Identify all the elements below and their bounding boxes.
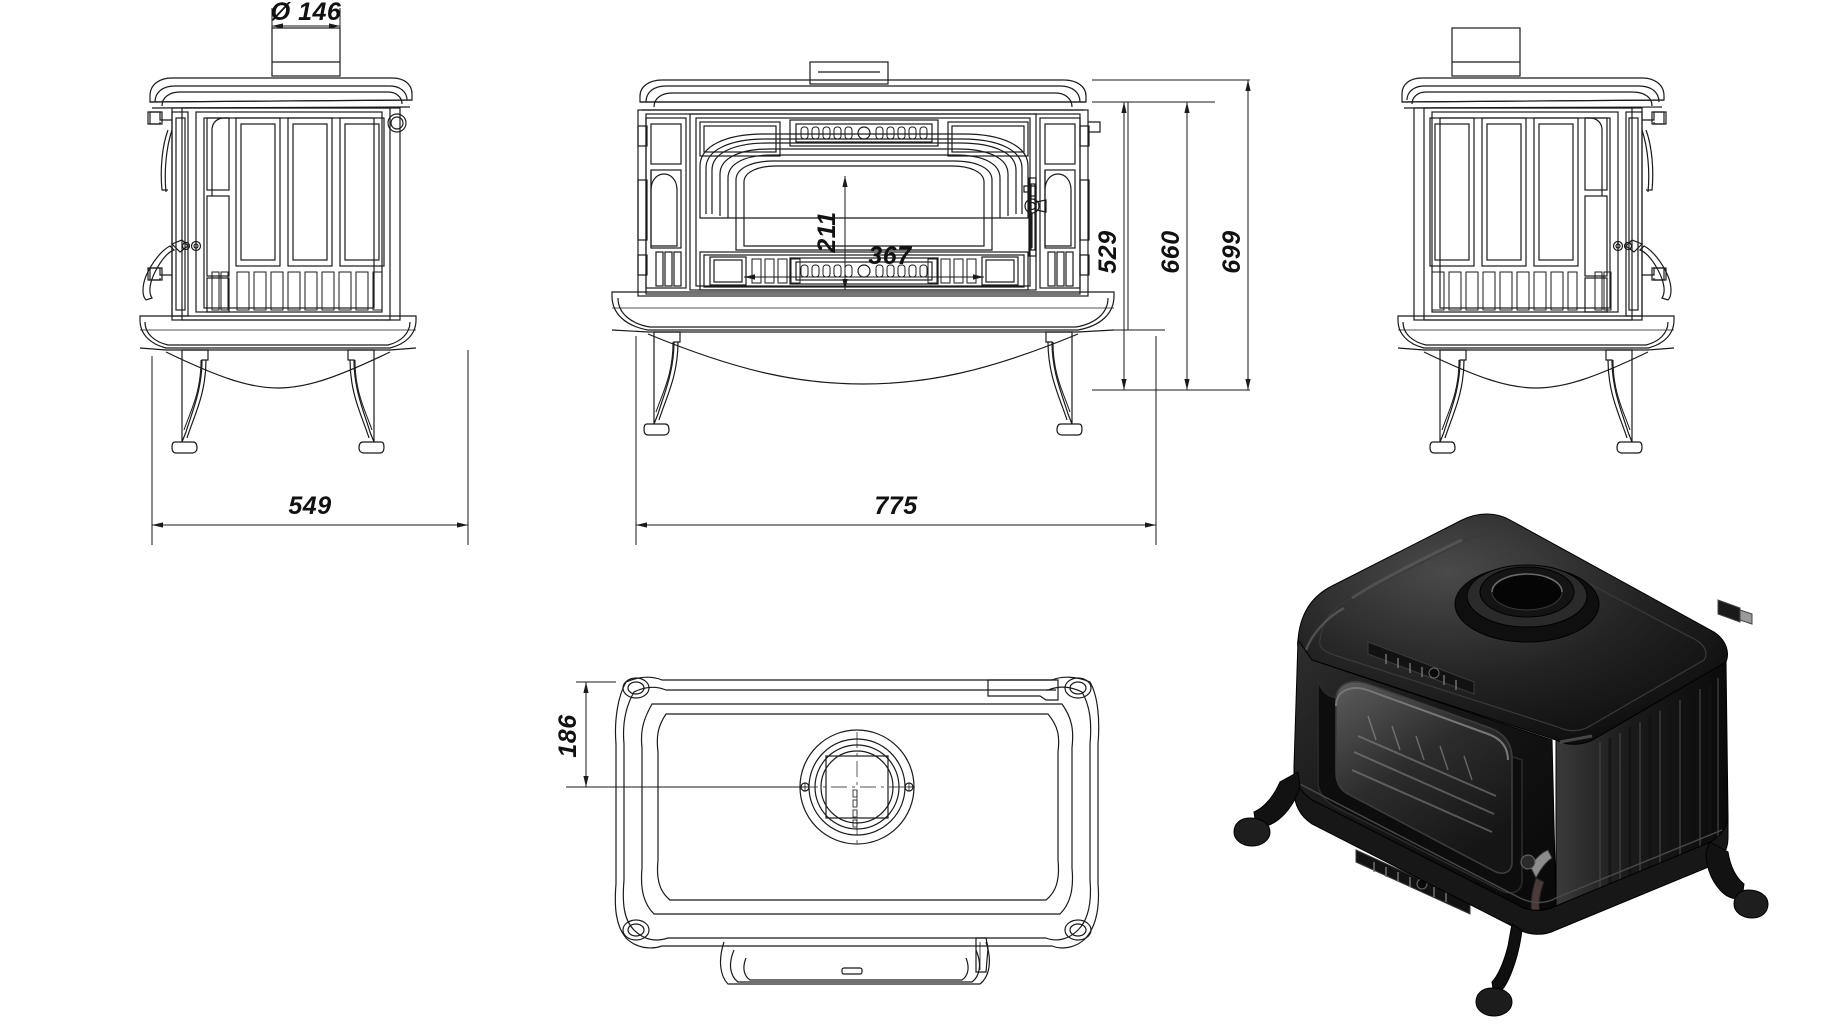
plinth-right [1397, 315, 1675, 389]
top-corner-bosses [622, 677, 1092, 941]
leg-front-left [171, 349, 209, 454]
dim-label-width: 775 [874, 492, 918, 520]
dim-heights [1092, 79, 1251, 391]
leg-rear-right [1429, 349, 1467, 454]
dim-flue-diameter [271, 8, 341, 29]
dim-label-door-width: 367 [868, 242, 912, 270]
dim-label-height-overall: 699 [1218, 230, 1246, 273]
view-right-side [1397, 27, 1675, 454]
view-left-side [139, 27, 417, 454]
flue-collar-left [271, 27, 341, 77]
side-panels-left [235, 117, 385, 267]
leg-rear-left [347, 349, 385, 454]
door-front [689, 113, 1047, 291]
side-fins-left [211, 271, 383, 311]
rear-knob-left [387, 113, 407, 133]
side-fins-right [1431, 271, 1612, 311]
lower-door-rail [699, 251, 1029, 291]
door-latch-front [1023, 177, 1047, 257]
view-3d-render [1233, 513, 1769, 1017]
flue-collar-front [809, 61, 889, 85]
dim-depth [151, 350, 469, 545]
view-top [614, 676, 1100, 985]
leg-left-front [643, 331, 681, 436]
view-front [611, 61, 1115, 436]
flue-collar-top [799, 729, 915, 845]
body-left [171, 107, 401, 321]
dim-label-height-body: 660 [1157, 230, 1185, 273]
dim-label-flue-diameter: Ø 146 [271, 0, 342, 26]
flue-collar-right [1451, 27, 1521, 77]
leg-right-front [1045, 331, 1083, 436]
air-control-upper [789, 119, 939, 147]
plinth-front [611, 291, 1115, 385]
dim-label-height-rear-outlet: 529 [1094, 230, 1122, 273]
dim-label-depth: 549 [288, 492, 331, 520]
side-panels-right [1429, 117, 1579, 267]
plinth-left [139, 315, 417, 389]
top-plate-right [1401, 77, 1665, 109]
top-plate-left [149, 77, 413, 109]
body-right [1413, 107, 1643, 321]
door-hardware-left [142, 111, 202, 301]
dim-width [635, 336, 1157, 545]
dim-label-flue-from-front: 186 [554, 714, 582, 758]
leg-front-right [1605, 349, 1643, 454]
door-hardware-right [1612, 111, 1672, 301]
dim-flue-from-front [566, 681, 800, 788]
dim-label-door-height: 211 [813, 211, 841, 253]
